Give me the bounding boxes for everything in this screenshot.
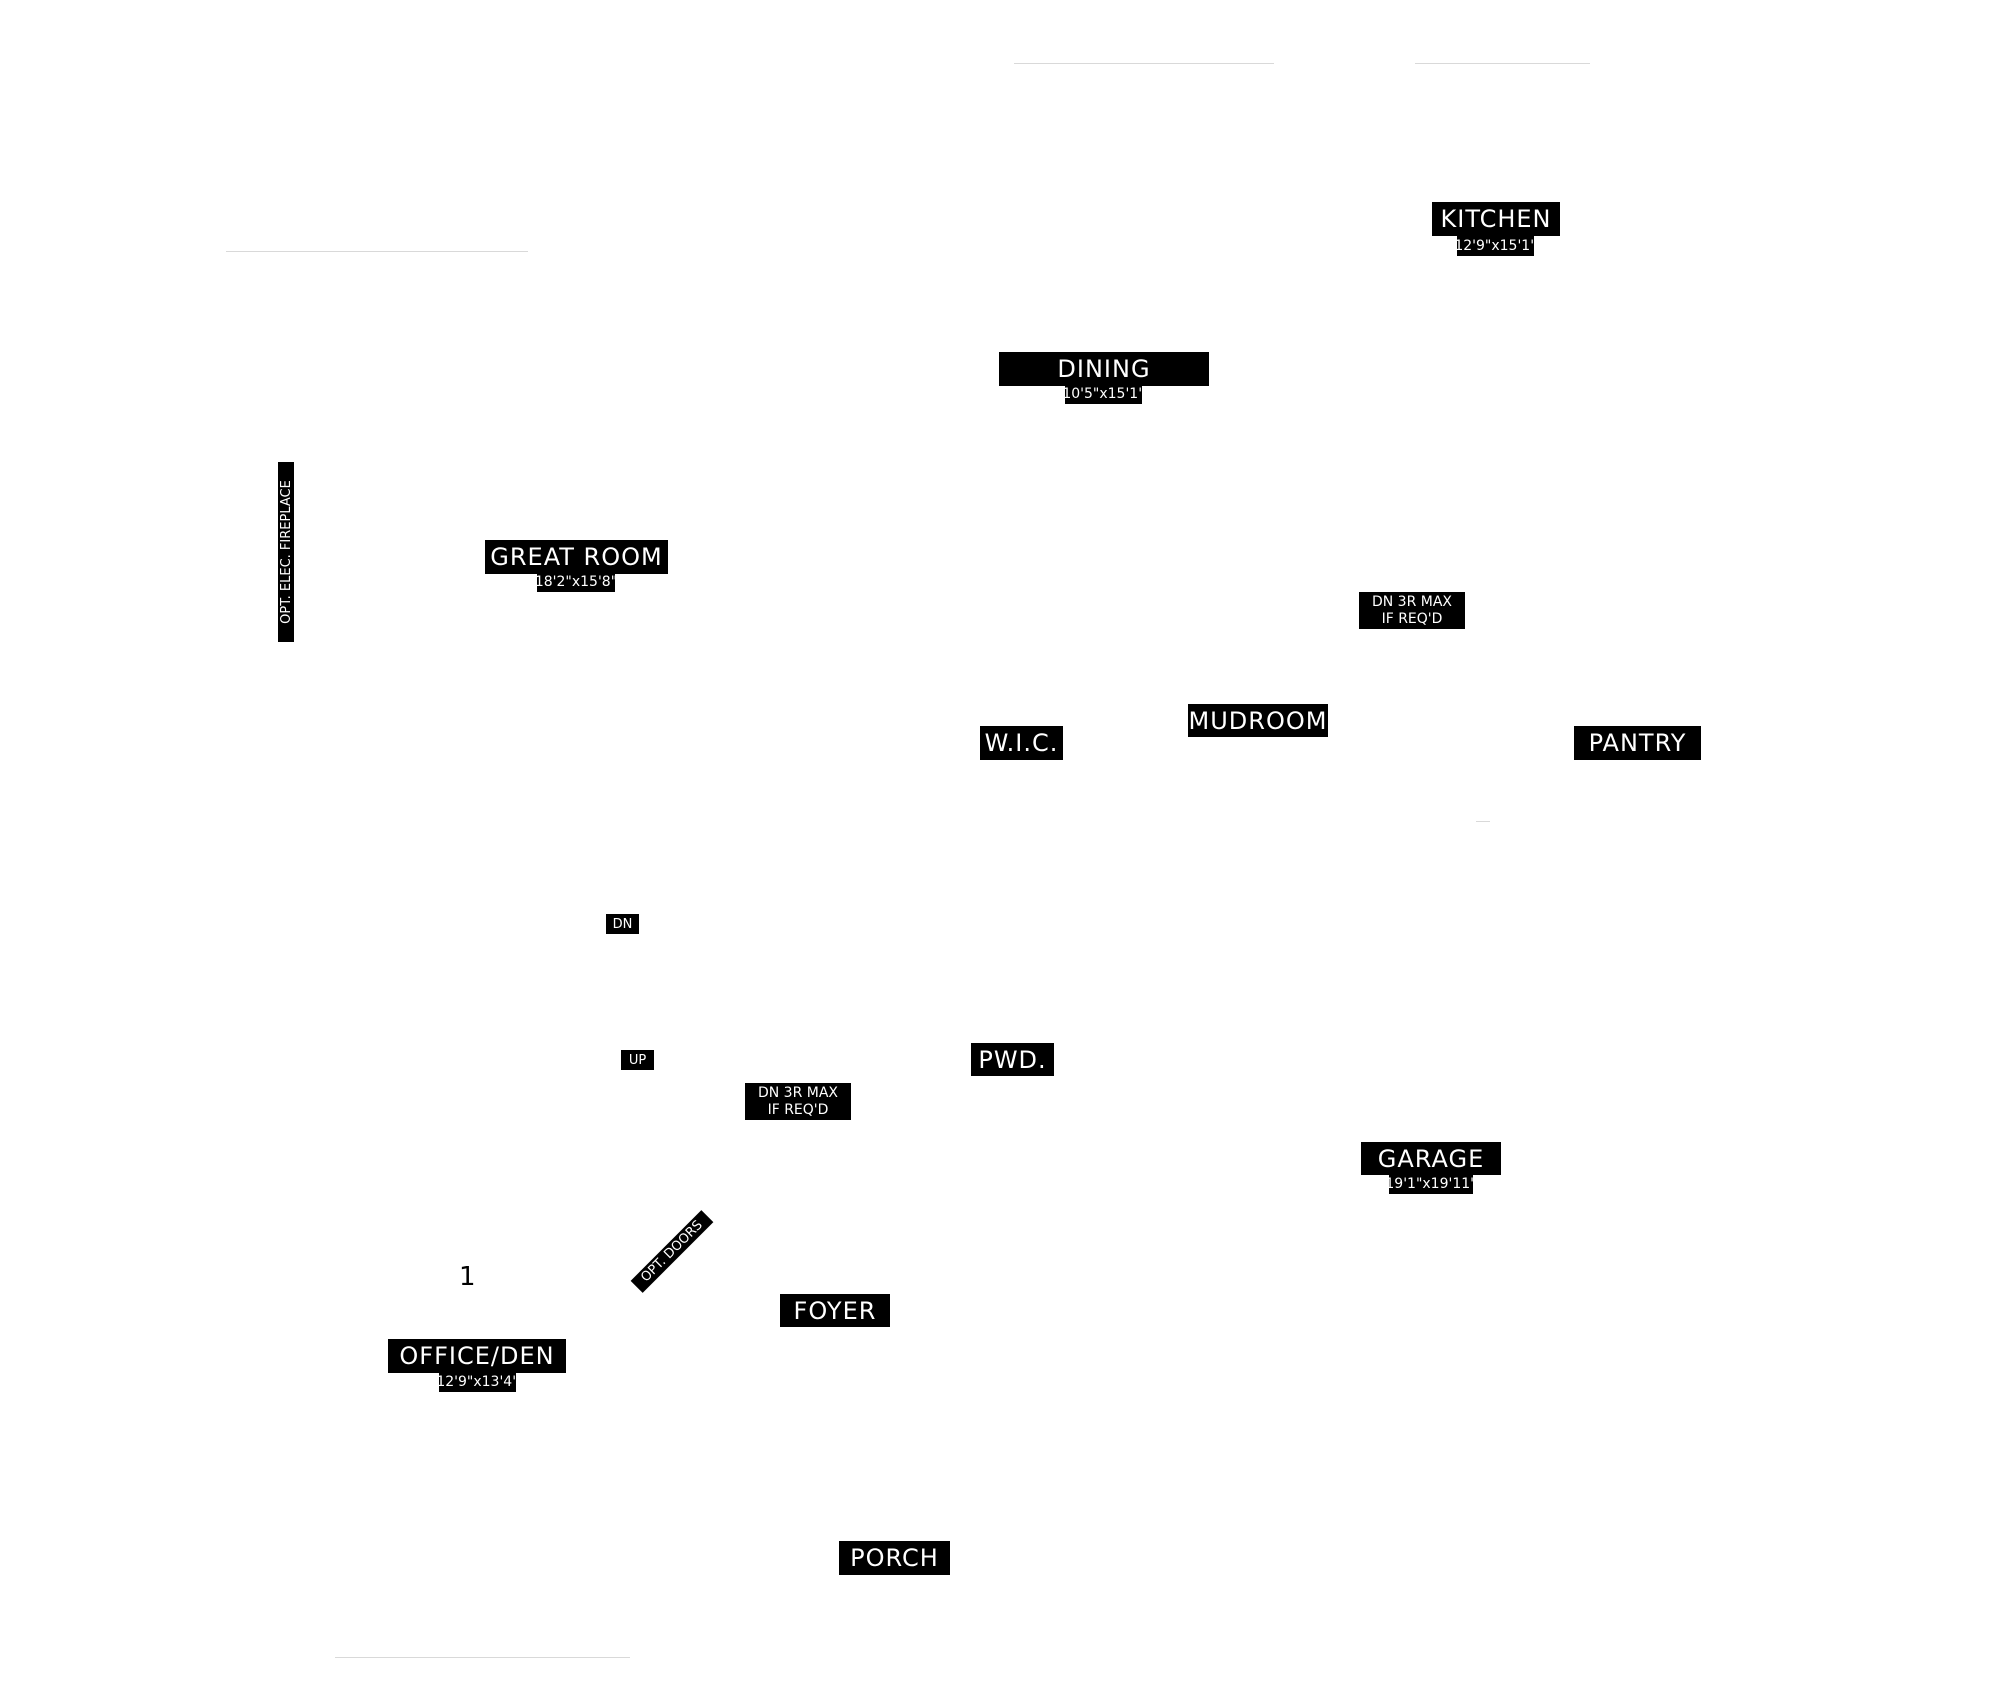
room-label-pantry: PANTRY <box>1574 726 1701 760</box>
note-foyer-step-line2: IF REQ'D <box>767 1101 829 1118</box>
note-mudroom-step-line2: IF REQ'D <box>1381 610 1443 627</box>
wall-line-top-left <box>1014 63 1274 64</box>
room-label-kitchen: KITCHEN <box>1432 202 1560 236</box>
room-label-pwd: PWD. <box>971 1043 1054 1076</box>
room-label-foyer: FOYER <box>780 1294 890 1327</box>
room-size-office-den: 12'9"x13'4" <box>436 1372 519 1392</box>
room-label-porch: PORCH <box>839 1541 950 1575</box>
room-size-garage: 19'1"x19'11" <box>1385 1174 1477 1194</box>
room-label-garage: GARAGE <box>1361 1142 1501 1175</box>
room-label-wic: W.I.C. <box>980 726 1063 760</box>
note-stair-down: DN <box>606 914 639 934</box>
note-opt-elec-fireplace: OPT. ELEC. FIREPLACE <box>278 462 294 642</box>
plan-marker: 1 <box>459 1262 476 1292</box>
room-size-dining: 10'5"x15'1" <box>1062 384 1145 404</box>
note-foyer-step-line1: DN 3R MAX <box>757 1085 839 1102</box>
wall-line-top-right <box>1415 63 1590 64</box>
room-size-kitchen: 12'9"x15'1" <box>1454 236 1537 256</box>
room-label-dining: DINING <box>999 352 1209 386</box>
room-size-great-room: 18'2"x15'8" <box>534 572 618 592</box>
note-mudroom-step: DN 3R MAX IF REQ'D <box>1359 592 1465 629</box>
room-label-office-den: OFFICE/DEN <box>388 1339 566 1373</box>
room-label-great-room: GREAT ROOM <box>485 540 668 574</box>
note-stair-up: UP <box>621 1050 654 1070</box>
note-opt-doors: OPT. DOORS <box>630 1210 714 1293</box>
note-mudroom-step-line1: DN 3R MAX <box>1371 594 1453 611</box>
note-foyer-step: DN 3R MAX IF REQ'D <box>745 1083 851 1120</box>
room-label-mudroom: MUDROOM <box>1188 704 1328 737</box>
wall-line-left <box>226 251 528 252</box>
wall-line-bottom <box>335 1657 630 1658</box>
wall-line-pantry <box>1476 821 1490 822</box>
